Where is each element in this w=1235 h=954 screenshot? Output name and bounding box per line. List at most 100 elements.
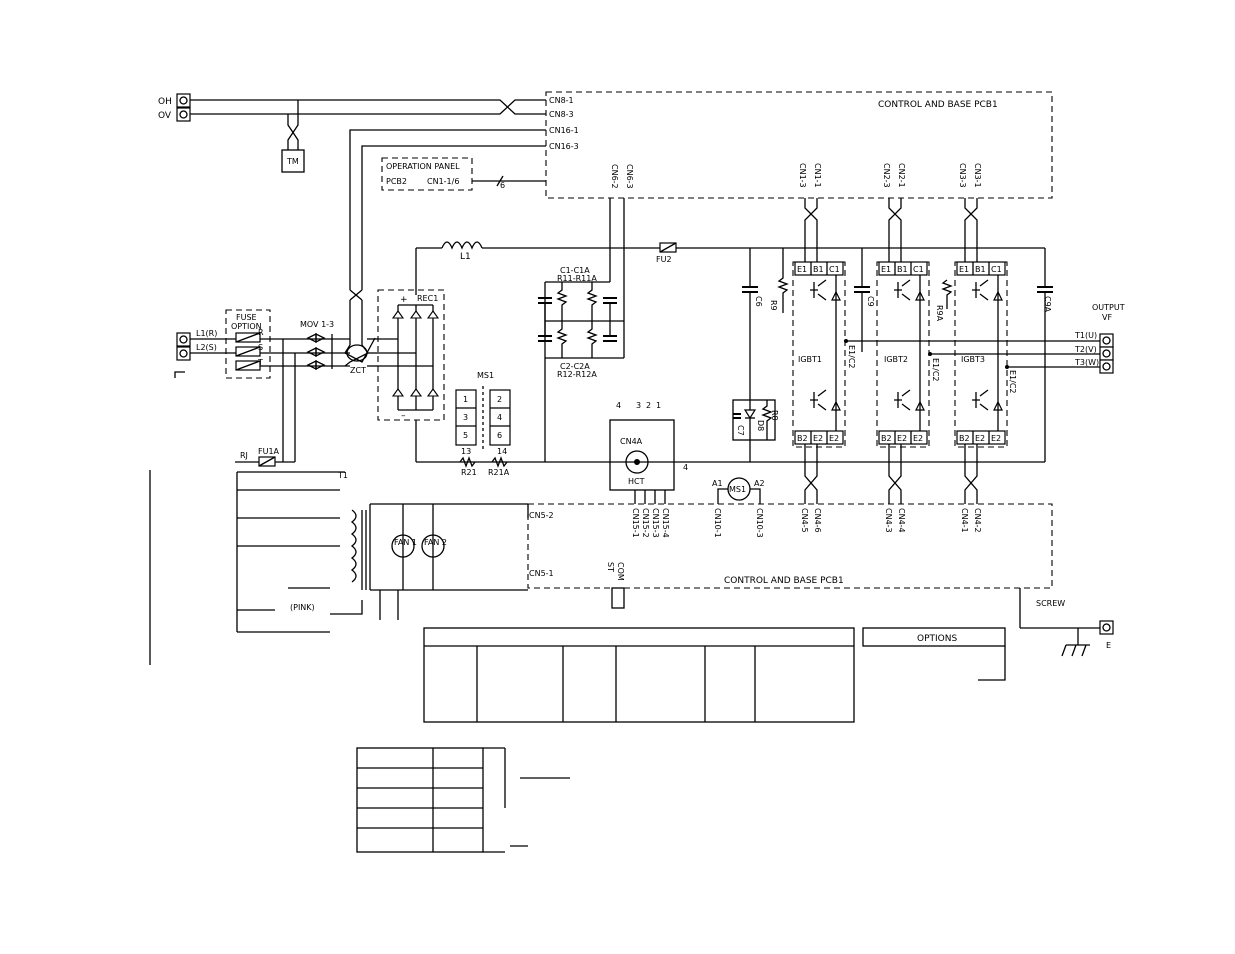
igbt1-c1: C1	[829, 265, 840, 274]
fuse-s: S	[258, 343, 263, 352]
cn5-2-label: CN5-2	[529, 511, 554, 520]
tm-thermal-switch	[281, 149, 305, 173]
pcb2-label: PCB2	[386, 177, 407, 186]
c6-label: C6	[754, 296, 763, 307]
a1-label: A1	[712, 479, 723, 488]
capacitor-bank	[538, 248, 624, 462]
l1-label: L1	[460, 252, 471, 262]
rec1-label: REC1	[417, 294, 438, 303]
rec1-plus: +	[400, 295, 408, 305]
operation-panel-label: OPERATION PANEL	[386, 162, 460, 171]
rec1-minus: –	[401, 411, 406, 421]
cn16-1-label: CN16-1	[549, 126, 579, 135]
ms1-coil-label: MS1	[729, 485, 746, 494]
cn15-2-label: CN15-2	[641, 508, 650, 538]
pink-wire-label: (PINK)	[290, 603, 315, 612]
r9-label: R9	[769, 300, 778, 311]
cn1-3-label: CN1-3	[798, 163, 807, 188]
l1-terminal-label: L1(R)	[196, 329, 217, 338]
cn3-1-label: CN3-1	[973, 163, 982, 188]
bus-count: 6	[500, 181, 505, 190]
igbt2-b1: B1	[897, 265, 908, 274]
ms1-label: MS1	[477, 371, 494, 380]
igbt1-label: IGBT1	[798, 355, 822, 364]
ms1-14: 14	[497, 447, 507, 456]
fuse-label: FUSE	[236, 313, 257, 322]
t1-label: T1(U)	[1074, 331, 1097, 340]
cn1-1-label: CN1-1	[813, 163, 822, 188]
cn15-4-label: CN15-4	[661, 508, 670, 538]
igbt3-b2: B2	[959, 434, 970, 443]
fan2-label: FAN 2	[424, 538, 447, 547]
l2-terminal-label: L2(S)	[196, 343, 217, 352]
options-label: OPTIONS	[917, 634, 957, 644]
fu1a-label: FU1A	[258, 447, 280, 456]
ms1-cell-4: 4	[497, 413, 502, 422]
c9-label: C9	[866, 296, 875, 307]
hct-top-2: 2	[646, 401, 651, 410]
igbt1-b2: B2	[797, 434, 808, 443]
input-terminal-block	[176, 332, 191, 361]
cn16-3-label: CN16-3	[549, 142, 579, 151]
r9a-label: R9A	[935, 305, 944, 322]
fan1-label: FAN 1	[394, 538, 417, 547]
rec1-bridge	[377, 289, 445, 421]
cn4-4-label: CN4-4	[897, 508, 906, 533]
e1c2-2: E1/C2	[931, 358, 940, 382]
c9a-label: C9A	[1043, 296, 1052, 313]
igbt3-c1: C1	[991, 265, 1002, 274]
st-label: ST	[606, 562, 615, 572]
mov-varistors	[306, 332, 333, 371]
zct-label: ZCT	[350, 366, 366, 375]
control-base-pcb-bottom	[527, 503, 1053, 589]
mov-label: MOV 1-3	[300, 320, 334, 329]
c2-label: C2-C2A	[560, 362, 590, 371]
hct-top-4: 4	[616, 401, 621, 410]
wire-table	[356, 747, 484, 853]
rj-label: RJ	[240, 451, 248, 460]
igbt1-b1: B1	[813, 265, 824, 274]
fuse-t: T	[257, 358, 263, 367]
cn4-2-label: CN4-2	[973, 508, 982, 533]
hct-pin-4: 4	[683, 463, 688, 472]
ms1-cell-6: 6	[497, 431, 502, 440]
igbt3-label: IGBT3	[961, 355, 985, 364]
e1c2-3: E1/C2	[1008, 370, 1017, 394]
fan2	[421, 534, 445, 558]
cn2-1-label: CN2-1	[897, 163, 906, 188]
pcb-top-title: CONTROL AND BASE PCB1	[878, 100, 998, 110]
st-com-jumper	[611, 587, 625, 609]
cn1-16-label: CN1-1/6	[427, 177, 459, 186]
transformer-coil	[350, 509, 357, 583]
ms1-cell-5: 5	[463, 431, 468, 440]
cn10-1-label: CN10-1	[713, 508, 722, 538]
r21a-label: R21A	[488, 468, 510, 477]
cn8-3-label: CN8-3	[549, 110, 574, 119]
output-label: OUTPUT	[1092, 303, 1125, 312]
ms1-contactor	[455, 386, 511, 450]
ms1-cell-3: 3	[463, 413, 468, 422]
cn4-1-label: CN4-1	[960, 508, 969, 533]
igbt3-b1: B1	[975, 265, 986, 274]
a2-label: A2	[754, 479, 765, 488]
igbt2-e2b: E2	[913, 434, 923, 443]
igbt2-label: IGBT2	[884, 355, 908, 364]
screw-label: SCREW	[1036, 599, 1065, 608]
option-label: OPTION	[231, 322, 262, 331]
cn8-1-label: CN8-1	[549, 96, 574, 105]
igbt2-c1: C1	[913, 265, 924, 274]
igbt3-e2b: E2	[991, 434, 1001, 443]
fu2-label: FU2	[656, 255, 672, 264]
igbt1-e1: E1	[797, 265, 807, 274]
fuse-r: R	[258, 328, 264, 337]
cn3-3-label: CN3-3	[958, 163, 967, 188]
ov-terminal	[176, 107, 191, 122]
t3-label: T3(W)	[1074, 358, 1099, 367]
e-ground-terminal	[1099, 620, 1114, 635]
snubber-block	[732, 399, 776, 441]
igbt2-e1: E1	[881, 265, 891, 274]
igbt1-e2b: E2	[829, 434, 839, 443]
d8-label: D8	[756, 420, 765, 431]
transformer-label: T1	[337, 471, 348, 480]
ms1-cell-2: 2	[497, 395, 502, 404]
